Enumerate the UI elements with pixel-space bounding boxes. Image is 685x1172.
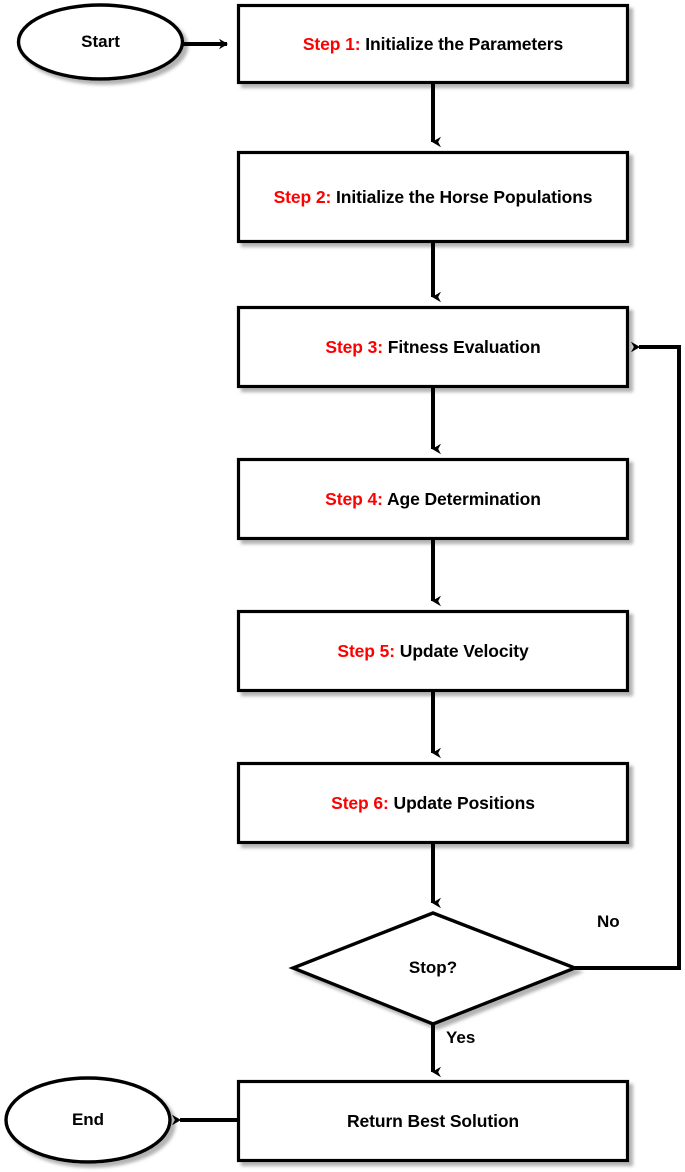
node-return-shape — [236, 1079, 630, 1163]
node-end-shape — [4, 1076, 172, 1164]
node-step5-shape — [236, 609, 630, 693]
node-step3-shape — [236, 305, 630, 389]
node-decision-shape — [288, 911, 580, 1026]
node-step6-shape — [236, 761, 630, 845]
node-step1-shape — [236, 3, 630, 85]
node-step4-shape — [236, 457, 630, 541]
edge-decision-no-feedback — [575, 341, 681, 970]
node-start-shape — [16, 3, 185, 81]
node-step2-shape — [236, 150, 630, 244]
